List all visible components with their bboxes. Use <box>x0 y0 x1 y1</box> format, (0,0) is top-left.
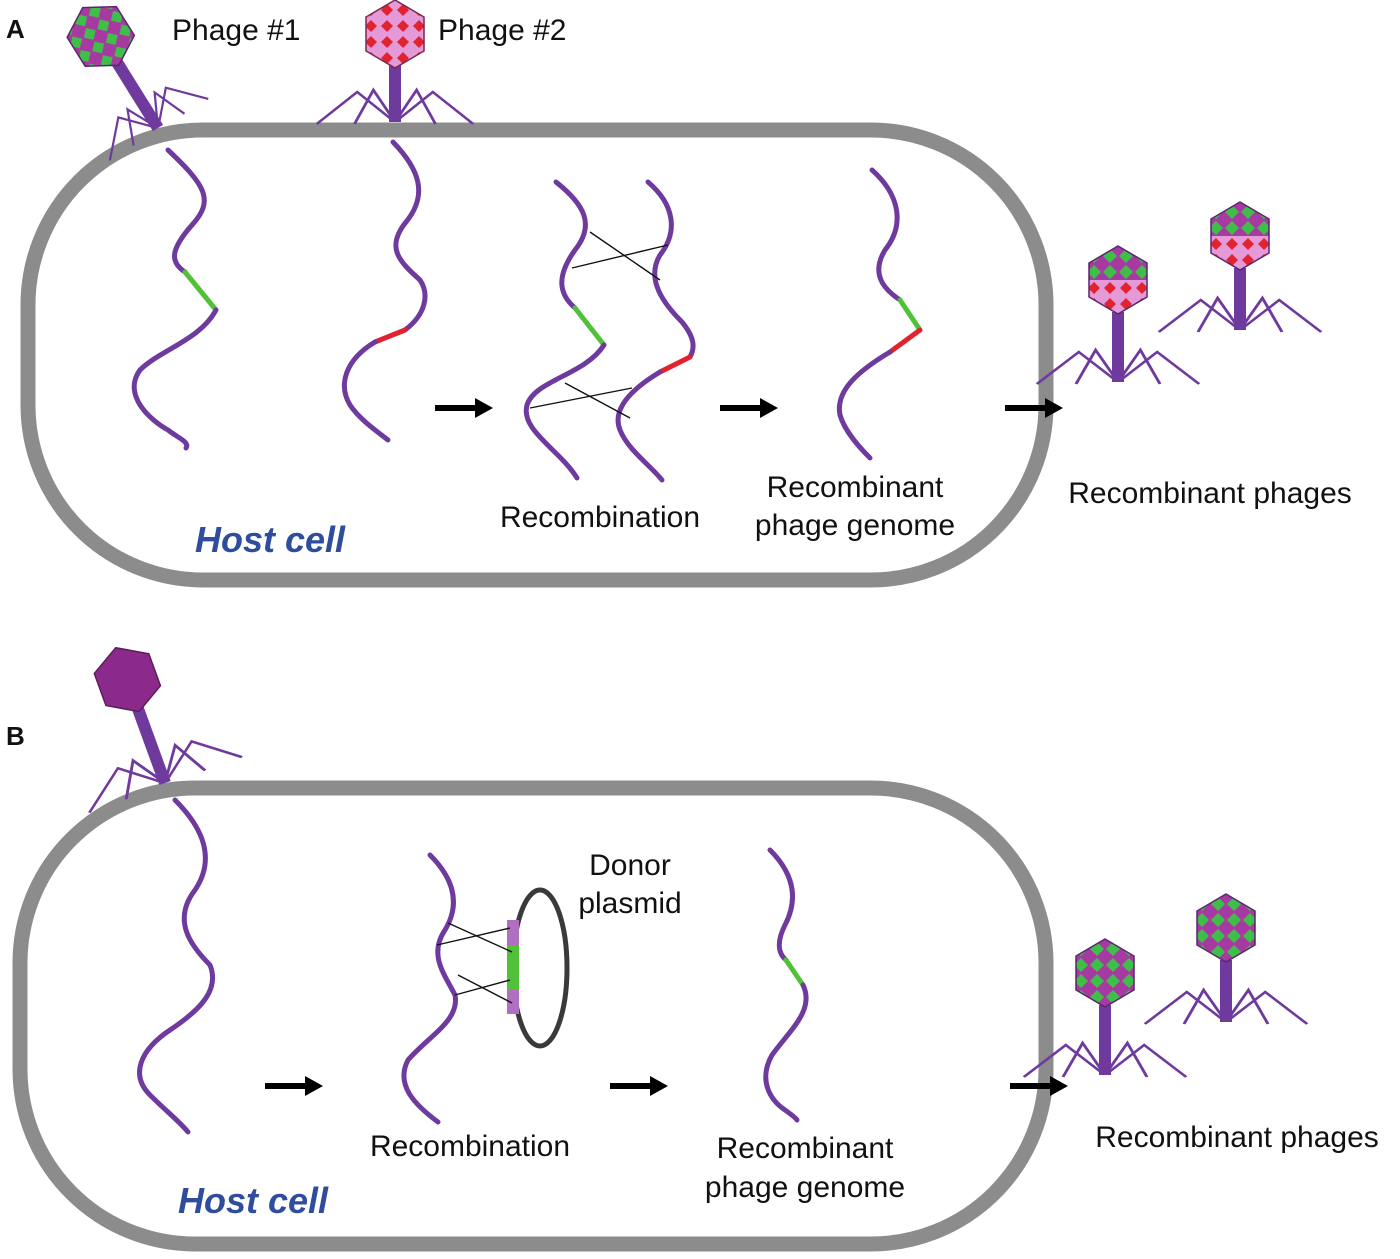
arrow-b1 <box>265 1076 323 1096</box>
recombinant-phage-a1 <box>1035 246 1201 386</box>
arrow-a3 <box>1005 398 1063 418</box>
arrow-a1 <box>435 398 493 418</box>
genome-phage-b <box>137 797 216 1135</box>
host-cell-label-b: Host cell <box>178 1180 329 1221</box>
phage-1-label: Phage #1 <box>172 14 300 47</box>
recombinant-phages-label-b: Recombinant phages <box>1095 1121 1379 1154</box>
phage-2-label: Phage #2 <box>438 14 566 47</box>
phage-2-red <box>315 0 475 126</box>
donor-plasmid-label-line1: Donor <box>589 849 671 882</box>
panel-b: B Host cell Donor p <box>6 637 1379 1252</box>
recombination-label-a: Recombination <box>500 501 700 534</box>
phage-plain <box>76 637 244 815</box>
recombinant-genome-label-a-line1: Recombinant <box>767 471 944 504</box>
crossover-lines-b <box>436 922 513 1004</box>
donor-plasmid-label-line2: plasmid <box>578 887 681 920</box>
recombinant-genome-b <box>763 847 809 1123</box>
crossover-lines-a <box>529 231 669 419</box>
recombinant-genome-label-b-line2: phage genome <box>705 1171 905 1204</box>
panel-a-letter: A <box>6 14 25 44</box>
recombinant-phage-b2 <box>1143 893 1309 1026</box>
panel-a: A Host cell Phage #1 Phage #2 <box>6 0 1352 588</box>
phage-genome-recombining-b <box>401 852 458 1125</box>
recombinant-genome-a <box>836 167 923 461</box>
arrow-b2 <box>610 1076 668 1096</box>
recombination-pair-a <box>523 179 696 483</box>
host-cell-a <box>20 122 1054 588</box>
genome-phage-2 <box>341 139 428 443</box>
recombinant-phage-b1 <box>1022 938 1188 1079</box>
arrow-a2 <box>720 398 778 418</box>
plasmid-insert <box>507 920 519 1014</box>
recombinant-phage-a2 <box>1157 202 1323 334</box>
recombination-label-b: Recombination <box>370 1130 570 1163</box>
panel-b-letter: B <box>6 721 25 751</box>
donor-plasmid <box>510 887 570 1049</box>
host-cell-label-a: Host cell <box>195 519 346 560</box>
recombinant-genome-label-b-line1: Recombinant <box>717 1132 894 1165</box>
host-cell-b <box>12 780 1054 1252</box>
genome-phage-1 <box>131 147 219 451</box>
phage-1-green <box>57 0 210 162</box>
recombinant-genome-label-a-line2: phage genome <box>755 509 955 542</box>
recombinant-phages-label-a: Recombinant phages <box>1068 477 1352 510</box>
